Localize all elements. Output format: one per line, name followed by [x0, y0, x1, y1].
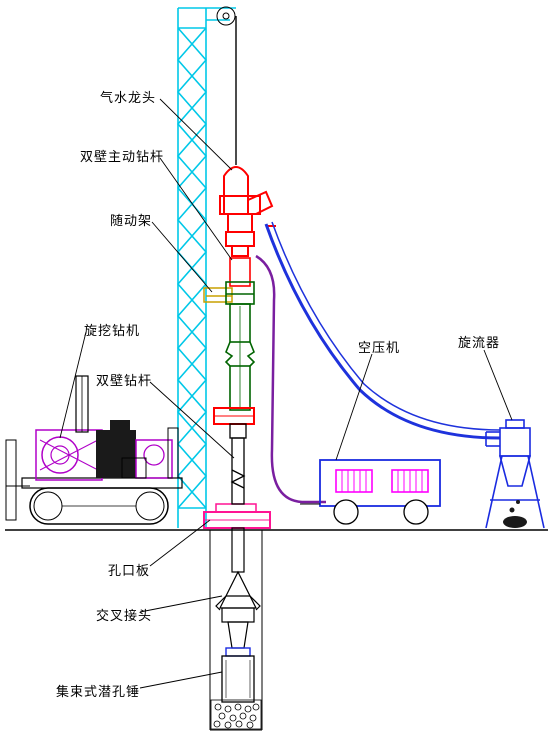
orifice-plate-drawing — [203, 503, 271, 529]
air-compressor-drawing — [300, 459, 441, 525]
blue-hose-inner — [271, 221, 501, 431]
cyclone-drawing — [485, 419, 545, 529]
label-dth-hammer: 集束式潜孔锤 — [56, 685, 141, 700]
leader-lines — [59, 98, 513, 689]
borehole — [209, 530, 263, 731]
cyclone-cuttings-pile — [503, 500, 527, 528]
label-swivel: 气水龙头 — [100, 91, 157, 106]
label-rotary-rig: 旋挖钻机 — [84, 324, 141, 339]
label-double-wall-kelly: 双壁主动钻杆 — [80, 150, 165, 165]
label-double-wall-pipe: 双壁钻杆 — [96, 374, 153, 389]
cross-joint-drawing — [215, 527, 261, 649]
violet-hose — [255, 254, 326, 504]
label-orifice-plate: 孔口板 — [108, 564, 151, 579]
dth-hammer-drawing — [221, 647, 255, 703]
mast-lattice — [176, 7, 236, 528]
label-cyclone: 旋流器 — [458, 336, 501, 351]
label-cross-joint: 交叉接头 — [96, 609, 153, 624]
rotary-rig — [5, 375, 183, 525]
drill-pipe-drawing — [229, 423, 247, 505]
swivel-drawing — [219, 166, 276, 257]
follower-frame-drawing — [203, 287, 233, 303]
label-follower-frame: 随动架 — [110, 214, 153, 229]
kelly-drawing — [224, 257, 256, 411]
blue-hose — [264, 223, 501, 440]
borehole-rock-bottom — [210, 699, 262, 730]
crown-sheave — [216, 6, 236, 26]
label-air-compressor: 空压机 — [358, 341, 401, 356]
